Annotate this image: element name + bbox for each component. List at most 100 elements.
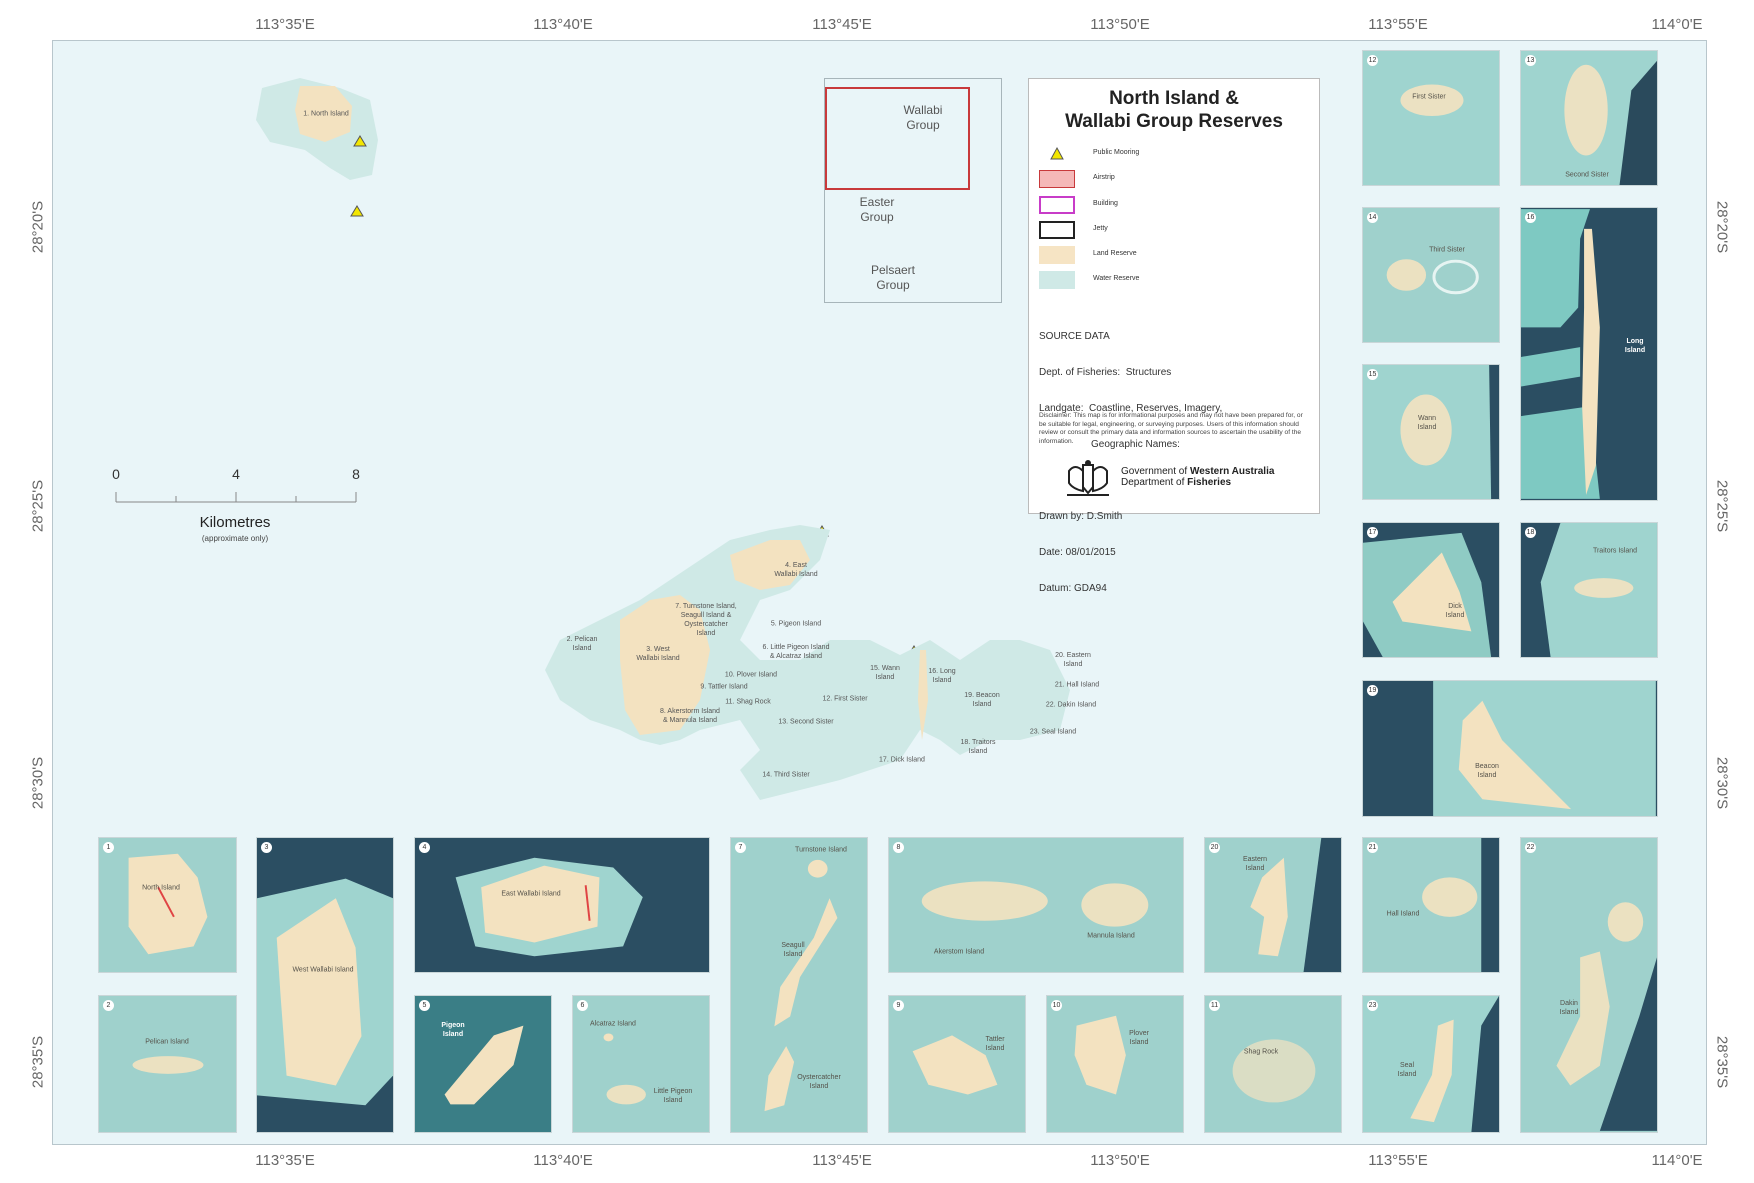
government-credit: Government of Western Australia Departme…: [1121, 466, 1274, 488]
detail-panel-16: 16 Long Island: [1520, 207, 1658, 501]
panel-label: Shag Rock: [1243, 1048, 1279, 1056]
panel-label: Alcatraz Island: [590, 1020, 636, 1028]
panel-number: 21: [1367, 842, 1378, 853]
wallabi-group-water-reserve: [545, 525, 1070, 800]
panel-number: 11: [1209, 1000, 1220, 1011]
panel-label: Little Pigeon Island: [653, 1088, 693, 1104]
panel-number: 1: [103, 842, 114, 853]
panel-label: Beacon Island: [1475, 763, 1499, 779]
detail-panel-9: 9 Tattler Island: [888, 995, 1026, 1133]
scale-unit: Kilometres: [199, 514, 271, 531]
panel-label: Third Sister: [1429, 246, 1465, 254]
land-reserve-swatch: [1039, 246, 1075, 264]
dept-name: Fisheries: [1187, 477, 1232, 488]
panel-number: 13: [1525, 55, 1536, 66]
island-label: 17. Dick Island: [879, 756, 925, 764]
detail-panel-22: 22 Dakin Island: [1520, 837, 1658, 1133]
island-label: 8. Akerstorm Island & Mannula Island: [660, 708, 720, 724]
panel-label: Hall Island: [1386, 910, 1420, 918]
detail-panel-2: 2 Pelican Island: [98, 995, 237, 1133]
panel-number: 19: [1367, 685, 1378, 696]
lon-label-top: 113°55'E: [1368, 16, 1428, 33]
legend-label: Land Reserve: [1093, 250, 1137, 257]
source-line: Dept. of Fisheries: Structures: [1039, 367, 1172, 378]
panel-label: West Wallabi Island: [292, 966, 354, 974]
panel-label: Eastern Island: [1242, 856, 1268, 872]
lon-label-bottom: 113°40'E: [533, 1152, 593, 1169]
island-label: 18. Traitors Island: [960, 739, 996, 755]
island-label: 7. Turnstone Island, Seagull Island & Oy…: [675, 603, 737, 637]
island-label: 22. Dakin Island: [1045, 701, 1097, 709]
panel-label: Tattler Island: [985, 1036, 1005, 1052]
water-reserve-swatch: [1039, 271, 1075, 289]
panel-number: 4: [419, 842, 430, 853]
panel-number: 9: [893, 1000, 904, 1011]
panel-label: Oystercatcher Island: [797, 1074, 841, 1090]
detail-panel-17: 17 Dick Island: [1362, 522, 1500, 658]
panel-number: 15: [1367, 369, 1378, 380]
detail-panel-23: 23 Seal Island: [1362, 995, 1500, 1133]
panel-number: 20: [1209, 842, 1220, 853]
source-line: Landgate: Coastline, Reserves, Imagery,: [1039, 403, 1223, 414]
detail-panel-10: 10 Plover Island: [1046, 995, 1184, 1133]
panel-number: 12: [1367, 55, 1378, 66]
detail-panel-3: 3 West Wallabi Island: [256, 837, 394, 1133]
panel-label: First Sister: [1412, 93, 1446, 101]
panel-label: Seagull Island: [781, 942, 805, 958]
panel-number: 23: [1367, 1000, 1378, 1011]
panel-number: 10: [1051, 1000, 1062, 1011]
gov-prefix: Government of: [1121, 466, 1188, 477]
lon-label-top: 113°45'E: [812, 16, 872, 33]
east-wallabi-land-reserve: [730, 540, 810, 590]
building-swatch: [1039, 196, 1075, 214]
panel-label: Turnstone Island: [795, 846, 847, 854]
gov-state: Western Australia: [1189, 466, 1275, 477]
island-label: 20. Eastern Island: [1055, 652, 1091, 668]
detail-panel-12: 12 First Sister: [1362, 50, 1500, 186]
legend-title-line: Wallabi Group Reserves: [1065, 111, 1283, 132]
panel-label: Seal Island: [1397, 1062, 1417, 1078]
panel-label: Pigeon Island: [441, 1022, 465, 1038]
lon-label-bottom: 113°45'E: [812, 1152, 872, 1169]
panel-label: Second Sister: [1565, 171, 1609, 179]
scale-tick-label: 8: [352, 466, 360, 482]
coat-of-arms-logo: [1067, 460, 1109, 496]
panel-number: 22: [1525, 842, 1536, 853]
panel-label: Dakin Island: [1559, 1000, 1579, 1016]
island-label: 2. Pelican Island: [566, 636, 598, 652]
scale-bar-graphic: [115, 492, 357, 503]
island-label: 14. Third Sister: [762, 771, 810, 779]
panel-label: North Island: [142, 884, 180, 892]
panel-number: 8: [893, 842, 904, 853]
detail-panel-14: 14 Third Sister: [1362, 207, 1500, 343]
legend-label: Water Reserve: [1093, 275, 1140, 282]
panel-number: 16: [1525, 212, 1536, 223]
inset-label-pelsaert: Pelsaert Group: [870, 263, 916, 292]
legend-title-line: North Island &: [1109, 88, 1239, 109]
legend-label: Building: [1093, 200, 1118, 207]
island-label: 23. Seal Island: [1029, 728, 1077, 736]
island-label: 21. Hall Island: [1054, 681, 1100, 689]
island-label: 5. Pigeon Island: [770, 620, 822, 628]
detail-panel-13: 13 Second Sister: [1520, 50, 1658, 186]
island-label: 1. North Island: [303, 110, 349, 118]
disclaimer-text: Disclaimer: This map is for informationa…: [1039, 412, 1303, 445]
panel-label: East Wallabi Island: [501, 890, 561, 898]
panel-label: Plover Island: [1129, 1030, 1149, 1046]
panel-number: 6: [577, 1000, 588, 1011]
lon-label-bottom: 113°50'E: [1090, 1152, 1150, 1169]
island-label: 15. Wann Island: [870, 665, 900, 681]
long-island-shape: [918, 650, 928, 740]
drawn-by: Drawn by: D.Smith: [1039, 511, 1123, 522]
panel-label: Traitors Island: [1592, 547, 1638, 555]
lon-label-bottom: 114°0'E: [1651, 1152, 1703, 1169]
mooring-icon: [1050, 146, 1064, 160]
legend-label: Airstrip: [1093, 174, 1115, 181]
legend-label: Jetty: [1093, 225, 1108, 232]
panel-label: Mannula Island: [1087, 932, 1135, 940]
island-label: 12. First Sister: [822, 695, 868, 703]
scale-tick-label: 0: [112, 466, 120, 482]
detail-panel-18: 18 Traitors Island: [1520, 522, 1658, 658]
jetty-swatch: [1039, 221, 1075, 239]
